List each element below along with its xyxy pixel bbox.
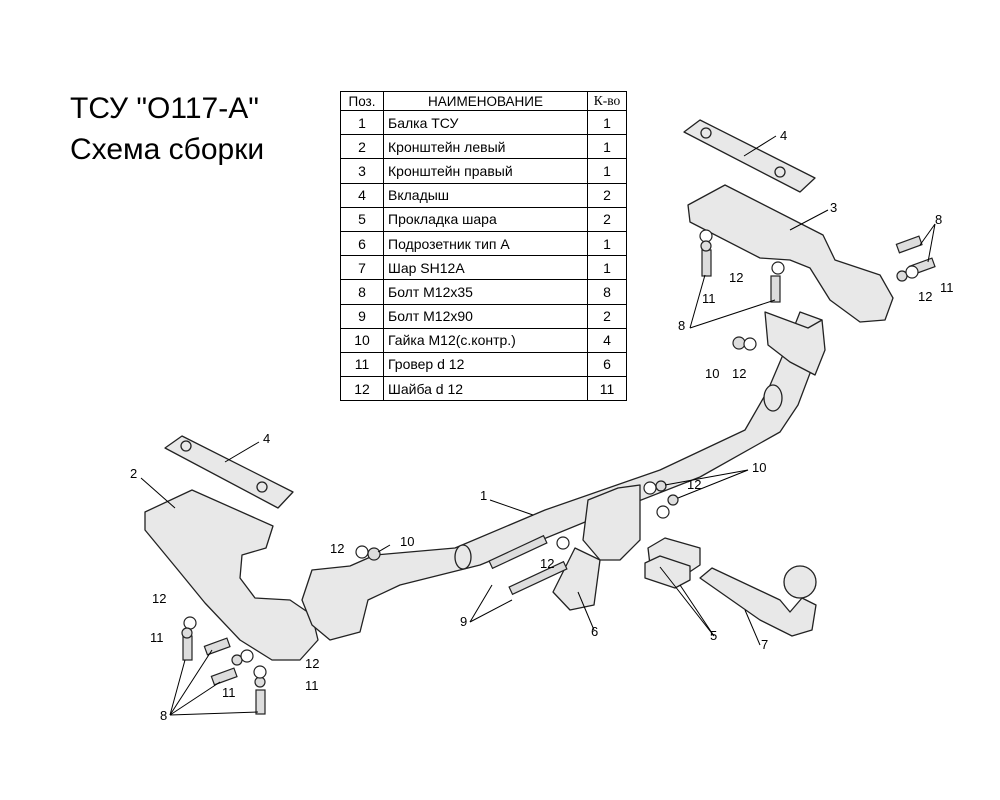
cell-pos: 12 <box>340 376 384 402</box>
cell-name: Балка ТСУ <box>383 109 588 136</box>
callout-12-left-nut: 12 <box>330 541 344 556</box>
callout-11-rs: 11 <box>940 280 954 295</box>
cell-name: Шайба d 12 <box>383 376 588 402</box>
callout-4-left: 4 <box>263 431 270 446</box>
insert-left-nut <box>180 440 192 452</box>
callout-12-lb: 12 <box>305 656 319 671</box>
callout-11-lb2: 11 <box>305 678 319 693</box>
callout-12-center2: 12 <box>540 556 554 571</box>
callout-2: 2 <box>130 466 137 481</box>
callout-12-rt: 12 <box>729 270 743 285</box>
callout-4-right: 4 <box>780 128 787 143</box>
cell-qty: 8 <box>587 279 627 305</box>
cell-pos: 8 <box>340 279 384 305</box>
cell-qty: 11 <box>587 376 627 402</box>
callout-6: 6 <box>591 624 598 639</box>
callout-10-right: 10 <box>705 366 719 381</box>
table-header-row: Поз. НАИМЕНОВАНИЕ К-во <box>340 91 627 111</box>
header-pos: Поз. <box>340 91 384 111</box>
cell-name: Гайка М12(с.контр.) <box>383 327 588 353</box>
cell-name: Прокладка шара <box>383 206 588 232</box>
callout-1: 1 <box>480 488 487 503</box>
cell-qty: 2 <box>587 206 627 232</box>
cell-qty: 1 <box>587 109 627 136</box>
callout-10-left: 10 <box>400 534 414 549</box>
cell-name: Гровер d 12 <box>383 351 588 378</box>
cell-name: Шар SH12A <box>383 255 588 281</box>
cell-name: Болт М12х90 <box>383 303 588 329</box>
callout-11-rt: 11 <box>702 291 716 306</box>
callout-10-center: 10 <box>752 460 766 475</box>
page-title: ТСУ "О117-А" <box>70 92 259 125</box>
callout-12-rn: 12 <box>732 366 746 381</box>
callout-11-lt: 11 <box>150 630 164 645</box>
cell-pos: 2 <box>340 134 384 160</box>
cell-pos: 1 <box>340 109 384 136</box>
cell-qty: 2 <box>587 182 627 208</box>
callout-3: 3 <box>830 200 837 215</box>
callout-9: 9 <box>460 614 467 629</box>
cell-name: Подрозетник тип А <box>383 230 588 257</box>
callout-12-center: 12 <box>687 477 701 492</box>
insert-right-nut <box>700 127 712 139</box>
socket-plate-part <box>552 547 601 611</box>
page-subtitle: Схема сборки <box>70 133 265 166</box>
bracket-left-part <box>144 489 319 661</box>
cell-pos: 10 <box>340 327 384 353</box>
beam-part <box>301 311 823 641</box>
callout-12-lt: 12 <box>152 591 166 606</box>
cell-pos: 3 <box>340 158 384 184</box>
callout-5: 5 <box>710 628 717 643</box>
callout-12-rs: 12 <box>918 289 932 304</box>
towball-part <box>699 567 817 637</box>
cell-qty: 1 <box>587 158 627 184</box>
callout-11-lb1: 11 <box>222 685 236 700</box>
callout-8-left: 8 <box>160 708 167 723</box>
callout-8-side: 8 <box>935 212 942 227</box>
callout-7: 7 <box>761 637 768 652</box>
bracket-right-part <box>687 184 894 323</box>
callout-8-right: 8 <box>678 318 685 333</box>
